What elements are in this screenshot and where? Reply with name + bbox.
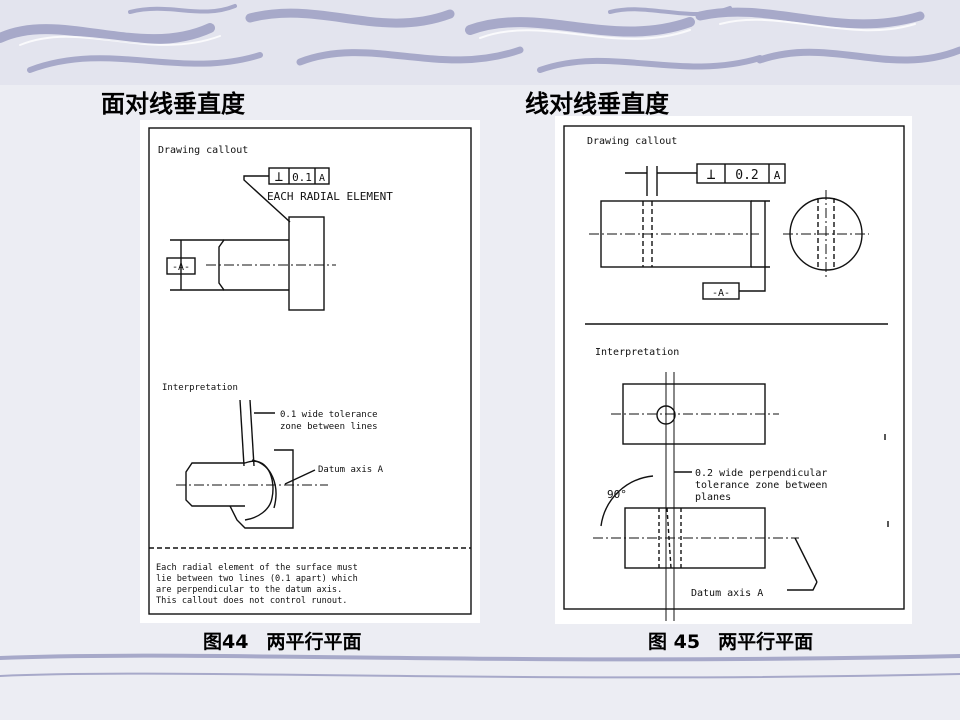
note-line-2: lie between two lines (0.1 apart) which	[156, 574, 358, 584]
angle-label: 90°	[607, 488, 627, 501]
perpendicularity-symbol: ⊥	[275, 169, 283, 185]
zone-note-line-2: tolerance zone between	[695, 480, 827, 491]
datum-axis-label: Datum axis A	[691, 588, 763, 599]
right-title: 线对线垂直度	[525, 90, 669, 118]
figure-45-drawing: Drawing callout ⊥ 0.2 A -A- Interpretati…	[563, 125, 905, 621]
zone-note-line-2: zone between lines	[280, 422, 378, 432]
note-line-4: This callout does not control runout.	[156, 596, 347, 606]
figure-44-panel: Drawing callout ⊥ 0.1 A EACH RADIAL ELEM…	[140, 120, 480, 623]
decorative-bottom-band	[0, 653, 960, 679]
left-caption-text: 两平行平面	[266, 631, 362, 653]
datum-a-label: -A-	[712, 288, 730, 299]
each-radial-element-note: EACH RADIAL ELEMENT	[267, 190, 393, 203]
figure-44-drawing: Drawing callout ⊥ 0.1 A EACH RADIAL ELEM…	[148, 127, 472, 615]
right-caption-figure: 图 45	[648, 631, 701, 653]
zone-note-line-1: 0.1 wide tolerance	[280, 410, 378, 420]
interpretation-label: Interpretation	[162, 383, 238, 393]
drawing-callout-label: Drawing callout	[158, 145, 248, 156]
note-line-3: are perpendicular to the datum axis.	[156, 585, 342, 595]
datum-a-label: -A-	[172, 262, 190, 273]
note-line-1: Each radial element of the surface must	[156, 563, 358, 573]
left-title: 面对线垂直度	[101, 90, 245, 118]
perpendicularity-symbol: ⊥	[706, 165, 715, 183]
zone-note-line-1: 0.2 wide perpendicular	[695, 468, 827, 479]
fcf-datum: A	[319, 173, 325, 184]
figure-45-panel: Drawing callout ⊥ 0.2 A -A- Interpretati…	[555, 116, 912, 624]
datum-axis-label: Datum axis A	[318, 465, 384, 475]
zone-note-line-3: planes	[695, 492, 731, 503]
fcf-datum: A	[774, 169, 781, 182]
interpretation-label: Interpretation	[595, 347, 679, 358]
left-caption-figure: 图44	[203, 631, 249, 653]
fcf-tolerance: 0.1	[292, 171, 312, 184]
fcf-tolerance: 0.2	[735, 168, 758, 183]
left-caption: 图44 两平行平面	[203, 627, 361, 654]
right-caption-text: 两平行平面	[718, 631, 814, 653]
right-caption: 图 45 两平行平面	[648, 627, 813, 654]
decorative-top-band	[0, 0, 960, 85]
drawing-callout-label: Drawing callout	[587, 136, 677, 147]
